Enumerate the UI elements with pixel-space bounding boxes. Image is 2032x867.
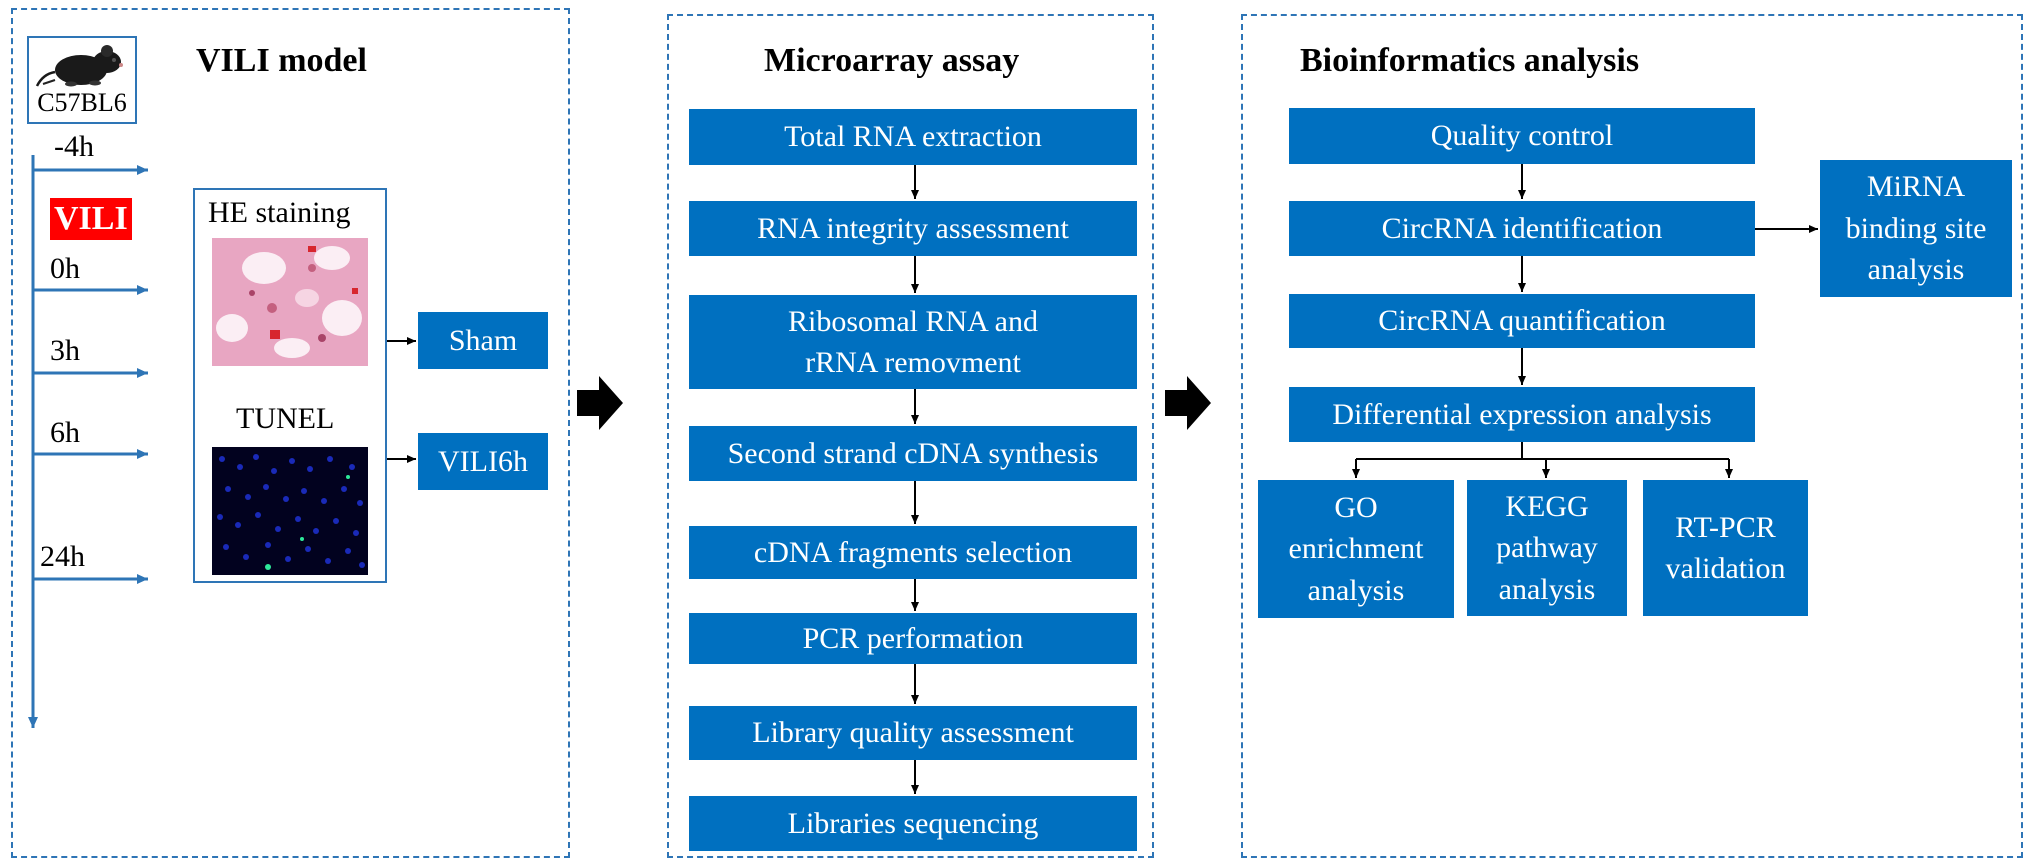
- transition-arrow-1: [577, 376, 623, 430]
- timepoint-label-minus4h: -4h: [54, 130, 94, 163]
- timepoint-label-24h: 24h: [40, 540, 85, 573]
- output-go-enrichment: GO enrichment analysis: [1258, 480, 1454, 618]
- step-ribosomal-rna-removal: Ribosomal RNA and rRNA removment: [689, 295, 1137, 389]
- microarray-panel-title: Microarray assay: [764, 42, 1020, 79]
- microarray-panel: [667, 14, 1154, 858]
- group-connectors: [387, 337, 416, 463]
- he-staining-image: [212, 238, 368, 366]
- bioinformatics-panel: [1241, 14, 2023, 858]
- step-circrna-quantification: CircRNA quantification: [1289, 294, 1755, 348]
- bioinfo-connectors: [1352, 164, 1818, 478]
- output-kegg-pathway: KEGG pathway analysis: [1467, 480, 1627, 616]
- mirna-binding-site-analysis: MiRNA binding site analysis: [1820, 160, 2012, 297]
- step-libraries-sequencing: Libraries sequencing: [689, 796, 1137, 851]
- step-rna-integrity-assessment: RNA integrity assessment: [689, 201, 1137, 256]
- vili-panel-title: VILI model: [196, 42, 367, 79]
- step-quality-control: Quality control: [1289, 108, 1755, 164]
- transition-arrow-2: [1165, 376, 1211, 430]
- timeline: [28, 155, 148, 728]
- step-differential-expression: Differential expression analysis: [1289, 387, 1755, 442]
- vili-model-panel: [11, 8, 570, 858]
- mouse-strain-box: C57BL6: [27, 36, 137, 124]
- step-pcr-performation: PCR performation: [689, 613, 1137, 664]
- vili-intervention-tag: VILI: [50, 198, 132, 240]
- timepoint-label-3h: 3h: [50, 334, 80, 367]
- group-sham: Sham: [418, 312, 548, 369]
- tunel-image: [212, 447, 368, 575]
- bioinformatics-panel-title: Bioinformatics analysis: [1300, 42, 1640, 79]
- mouse-icon: [35, 45, 123, 87]
- output-rt-pcr-validation: RT-PCR validation: [1643, 480, 1808, 616]
- group-vili6h: VILI6h: [418, 433, 548, 490]
- strain-label: C57BL6: [37, 88, 127, 117]
- step-total-rna-extraction: Total RNA extraction: [689, 109, 1137, 165]
- timepoint-label-6h: 6h: [50, 416, 80, 449]
- step-library-quality-assessment: Library quality assessment: [689, 706, 1137, 760]
- step-second-strand-cdna: Second strand cDNA synthesis: [689, 426, 1137, 481]
- step-cdna-fragments-selection: cDNA fragments selection: [689, 526, 1137, 579]
- timepoint-label-0h: 0h: [50, 252, 80, 285]
- tunel-label: TUNEL: [236, 402, 335, 435]
- he-staining-label: HE staining: [208, 196, 351, 229]
- step-circrna-identification: CircRNA identification: [1289, 201, 1755, 256]
